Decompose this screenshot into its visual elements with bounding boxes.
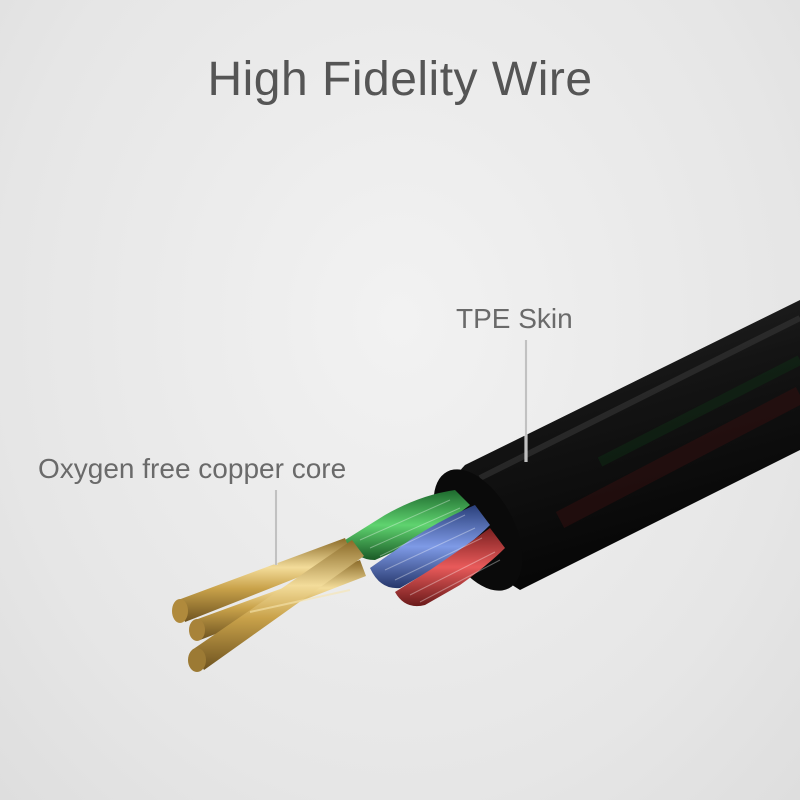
page-title: High Fidelity Wire [207, 53, 593, 106]
cable-jacket [433, 300, 800, 591]
tpe-skin-label: TPE Skin [456, 303, 573, 334]
copper-core-label: Oxygen free copper core [38, 453, 347, 484]
gold-conductors [172, 538, 366, 672]
copper-core-strands [345, 490, 505, 607]
